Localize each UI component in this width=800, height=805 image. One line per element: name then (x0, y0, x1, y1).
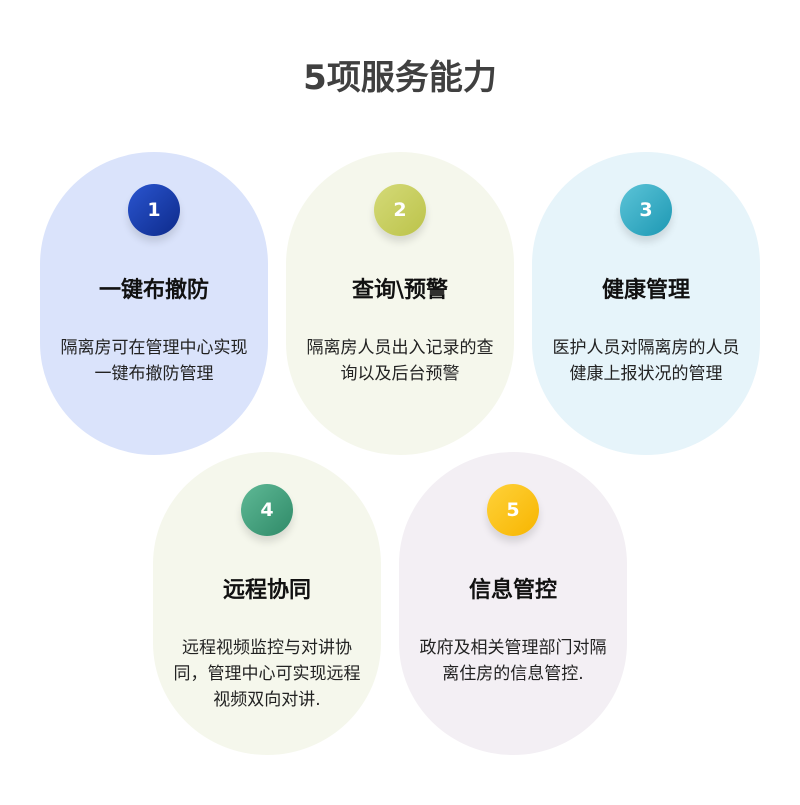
page-title: 5项服务能力 (303, 58, 497, 98)
number-badge: 2 (374, 184, 426, 236)
card-title: 健康管理 (601, 278, 690, 303)
number-badge: 5 (487, 484, 539, 536)
card-title: 查询\预警 (351, 278, 449, 303)
card-description: 医护人员对隔离房的人员健康上报状况的管理 (552, 338, 740, 384)
service-card-1: 1 一键布撤防 隔离房可在管理中心实现一键布撤防管理 (40, 152, 268, 455)
card-description: 政府及相关管理部门对隔离住房的信息管控. (419, 638, 607, 684)
card-description: 隔离房人员出入记录的查询以及后台预警 (306, 338, 494, 384)
number-badge: 3 (620, 184, 672, 236)
card-title: 信息管控 (468, 578, 557, 603)
card-title: 一键布撤防 (98, 278, 209, 303)
number-badge: 4 (241, 484, 293, 536)
card-description: 隔离房可在管理中心实现一键布撤防管理 (60, 338, 248, 384)
service-card-5: 5 信息管控 政府及相关管理部门对隔离住房的信息管控. (399, 452, 627, 755)
card-title: 远程协同 (222, 578, 311, 603)
service-card-4: 4 远程协同 远程视频监控与对讲协同，管理中心可实现远程视频双向对讲. (153, 452, 381, 755)
service-card-2: 2 查询\预警 隔离房人员出入记录的查询以及后台预警 (286, 152, 514, 455)
card-description: 远程视频监控与对讲协同，管理中心可实现远程视频双向对讲. (173, 638, 361, 710)
number-badge: 1 (128, 184, 180, 236)
service-card-3: 3 健康管理 医护人员对隔离房的人员健康上报状况的管理 (532, 152, 760, 455)
